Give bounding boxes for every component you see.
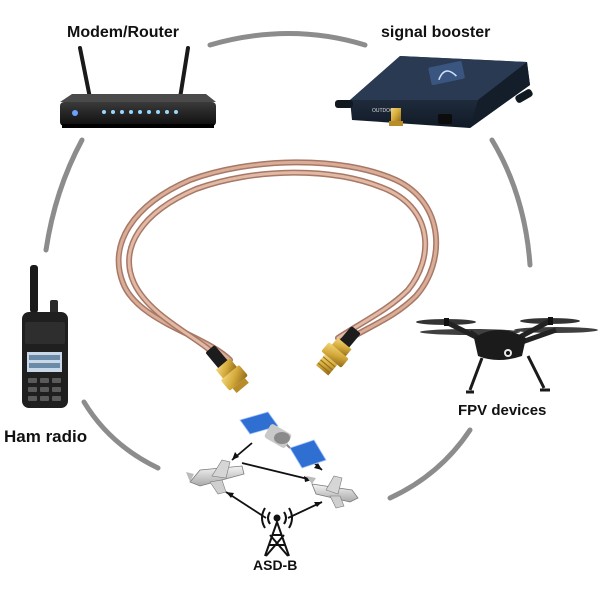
booster-port-label: OUTDOOR	[372, 108, 398, 114]
ring-arc-upper-right	[489, 137, 533, 268]
label-ham-radio: Ham radio	[4, 427, 88, 446]
label-signal-booster: signal booster	[381, 24, 491, 41]
label-fpv-devices: FPV devices	[458, 402, 547, 419]
ring-arc-lower-right	[387, 427, 473, 501]
radio-tower-icon	[261, 507, 293, 557]
sma-male-connector-icon	[206, 345, 249, 393]
signal-booster-icon: OUTDOOR	[335, 56, 533, 128]
coaxial-cable-icon	[115, 159, 440, 363]
label-modem-router: Modem/Router	[67, 24, 179, 41]
satellite-icon	[239, 411, 327, 469]
router-icon	[60, 46, 216, 128]
airplane-icon	[306, 475, 359, 509]
link-tower-to-left-plane	[225, 491, 267, 519]
label-asd-b: ASD-B	[253, 557, 298, 573]
link-plane-to-plane	[241, 462, 313, 481]
drone-icon	[416, 317, 598, 394]
ring-arc-lower-left	[81, 399, 161, 471]
sma-female-connector-icon	[316, 326, 360, 376]
airplane-icon	[186, 459, 245, 495]
ham-radio-icon	[22, 265, 68, 408]
ring-arc-top	[207, 31, 368, 48]
ring-arc-upper-left	[43, 137, 85, 253]
connection-ring	[43, 31, 533, 501]
